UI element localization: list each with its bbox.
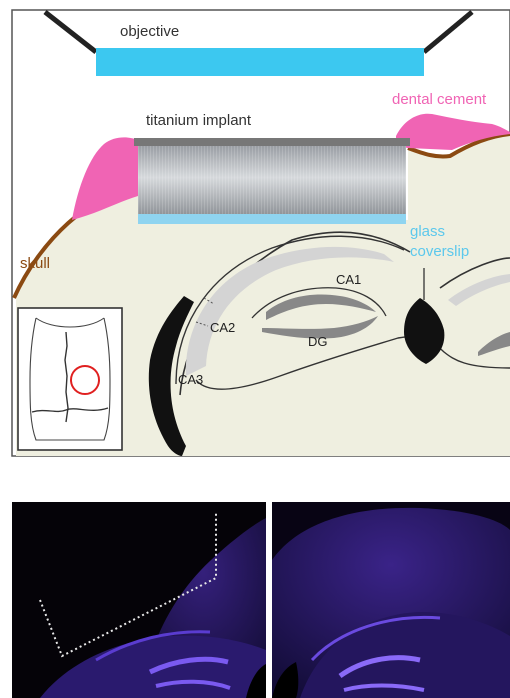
micrograph-divider [266,502,272,698]
dental-cement-label: dental cement [392,91,487,108]
implant-flange [134,138,410,146]
skull-inset [18,308,122,450]
objective-lens [96,48,424,76]
ca1-label: CA1 [336,272,361,287]
schematic-panel: objective titanium implant dental cement… [12,10,510,456]
ca2-label: CA2 [210,320,235,335]
micrograph-panel-left [12,502,266,698]
glass-label: glass [410,223,445,240]
objective-label: objective [120,23,179,40]
coverslip-label: coverslip [410,243,469,260]
implant-texture [138,146,406,216]
ca3-label: CA3 [178,372,203,387]
titanium-implant-label: titanium implant [146,112,252,129]
micrograph-panel-right [272,502,510,698]
dg-label: DG [308,334,328,349]
glass-coverslip [138,214,406,224]
skull-label: skull [20,255,50,272]
